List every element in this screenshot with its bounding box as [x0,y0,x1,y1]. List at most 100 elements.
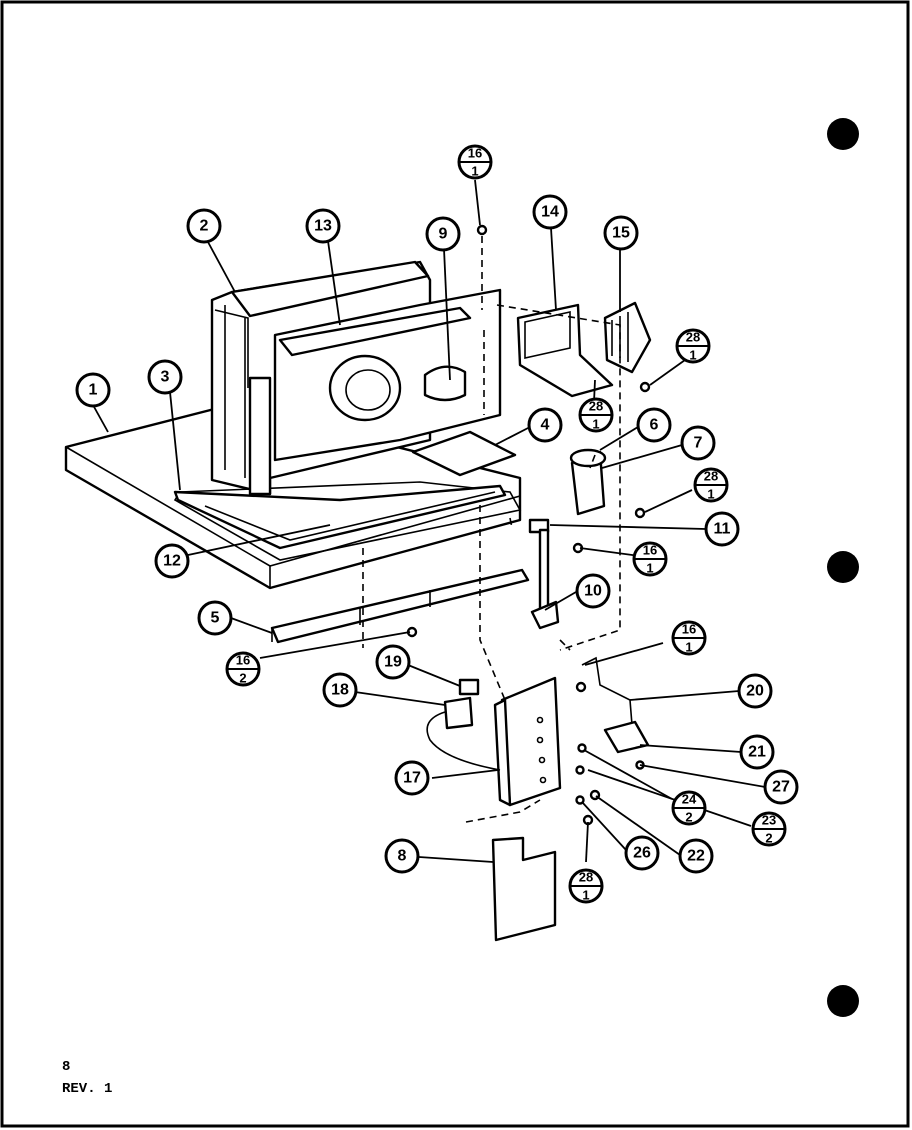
callout-28-1-c: 28 1 [693,467,729,503]
callout-7-label: 7 [694,435,703,452]
callout-28-1-a-qty: 1 [689,348,696,363]
callout-17-label: 17 [403,770,421,787]
part-front-channel [270,568,530,644]
callout-5-label: 5 [211,610,220,627]
part-switch-rod [530,528,560,630]
callout-2-label: 2 [200,218,209,235]
callout-20-label: 20 [746,683,764,700]
callout-26: 26 [624,835,660,871]
callout-15: 15 [603,215,639,251]
leader-lines [92,179,766,863]
callout-21-label: 21 [748,744,766,761]
callout-10-label: 10 [584,583,602,600]
binder-hole-middle [827,551,859,583]
callout-18-label: 18 [331,682,349,699]
callout-2: 2 [186,208,222,244]
callout-28-1-c-part: 28 [704,469,718,484]
callout-18: 18 [322,672,358,708]
callout-5: 5 [197,600,233,636]
callout-1: 1 [75,372,111,408]
callout-14-label: 14 [541,204,559,221]
callout-28-1-a: 28 1 [675,328,711,364]
callout-28-1-bottom-qty: 1 [582,888,589,903]
part-damper [603,301,652,374]
callout-19-label: 19 [384,654,402,671]
callout-3-label: 3 [161,369,170,386]
part-switch [458,678,480,696]
callout-4-label: 4 [541,417,550,434]
callout-1-label: 1 [89,382,98,399]
callout-20: 20 [737,673,773,709]
callout-28-1-bottom: 28 1 [568,868,604,904]
callout-16-1-right-qty: 1 [685,640,692,655]
callout-6-label: 6 [650,417,659,434]
callout-24-2: 24 2 [671,790,707,826]
part-switch-bracket [581,656,650,754]
callout-23-2-part: 23 [762,813,776,828]
callout-28-1-b: 28 1 [578,397,614,433]
callout-16-1-right-part: 16 [682,622,696,637]
callout-13: 13 [305,208,341,244]
callout-16-1-mid-part: 16 [643,543,657,558]
callout-16-2-low-part: 16 [236,653,250,668]
callout-16-2-low-qty: 2 [239,671,246,686]
callout-23-2-qty: 2 [765,831,772,846]
callout-24-2-qty: 2 [685,810,692,825]
part-base-pan [64,403,522,590]
callout-4: 4 [527,407,563,443]
callout-16-1-mid-qty: 1 [646,561,653,576]
callout-14: 14 [532,194,568,230]
callout-8: 8 [384,838,420,874]
callout-9: 9 [425,216,461,252]
part-capacitor [569,448,607,516]
callout-13-label: 13 [314,218,332,235]
callout-16-1-top: 16 1 [457,144,493,180]
callout-15-label: 15 [612,225,630,242]
callout-17: 17 [394,760,430,796]
callout-12: 12 [154,543,190,579]
callout-27-label: 27 [772,779,790,796]
callout-16-1-top-qty: 1 [471,164,478,179]
callout-22: 22 [678,838,714,874]
callout-28-1-b-part: 28 [589,399,603,414]
part-bracket [516,303,614,398]
callout-12-label: 12 [163,553,181,570]
callout-9-label: 9 [439,226,448,243]
callout-8-label: 8 [398,848,407,865]
callout-10: 10 [575,573,611,609]
page-footer: 8 REV. 1 [62,1056,112,1100]
callout-3: 3 [147,359,183,395]
alignment-lines [362,236,621,823]
callout-16-2-low: 16 2 [225,651,261,687]
callout-11: 11 [704,511,740,547]
callout-6: 6 [636,407,672,443]
callout-28-1-a-part: 28 [686,330,700,345]
callout-16-1-top-part: 16 [468,146,482,161]
callout-26-label: 26 [633,845,651,862]
callout-7: 7 [680,425,716,461]
part-thermostat [426,696,501,771]
part-control-panel [493,676,562,807]
callout-27: 27 [763,769,799,805]
revision-label: REV. 1 [62,1081,113,1097]
part-blower-scroll [273,288,502,462]
callout-28-1-b-qty: 1 [592,417,599,432]
callout-28-1-c-qty: 1 [707,487,714,502]
part-cover [491,836,557,942]
part-plate [411,430,517,477]
callout-16-1-right: 16 1 [671,620,707,656]
callout-22-label: 22 [687,848,705,865]
callout-23-2: 23 2 [751,811,787,847]
callout-21: 21 [739,734,775,770]
callout-28-1-bottom-part: 28 [579,870,593,885]
callout-24-2-part: 24 [682,792,697,807]
callout-19: 19 [375,644,411,680]
part-base-rail [173,484,507,550]
callout-16-1-mid: 16 1 [632,541,668,577]
binder-hole-bottom [827,985,859,1017]
binder-hole-top [827,118,859,150]
page-number: 8 [62,1059,71,1075]
callout-11-label: 11 [714,521,731,538]
